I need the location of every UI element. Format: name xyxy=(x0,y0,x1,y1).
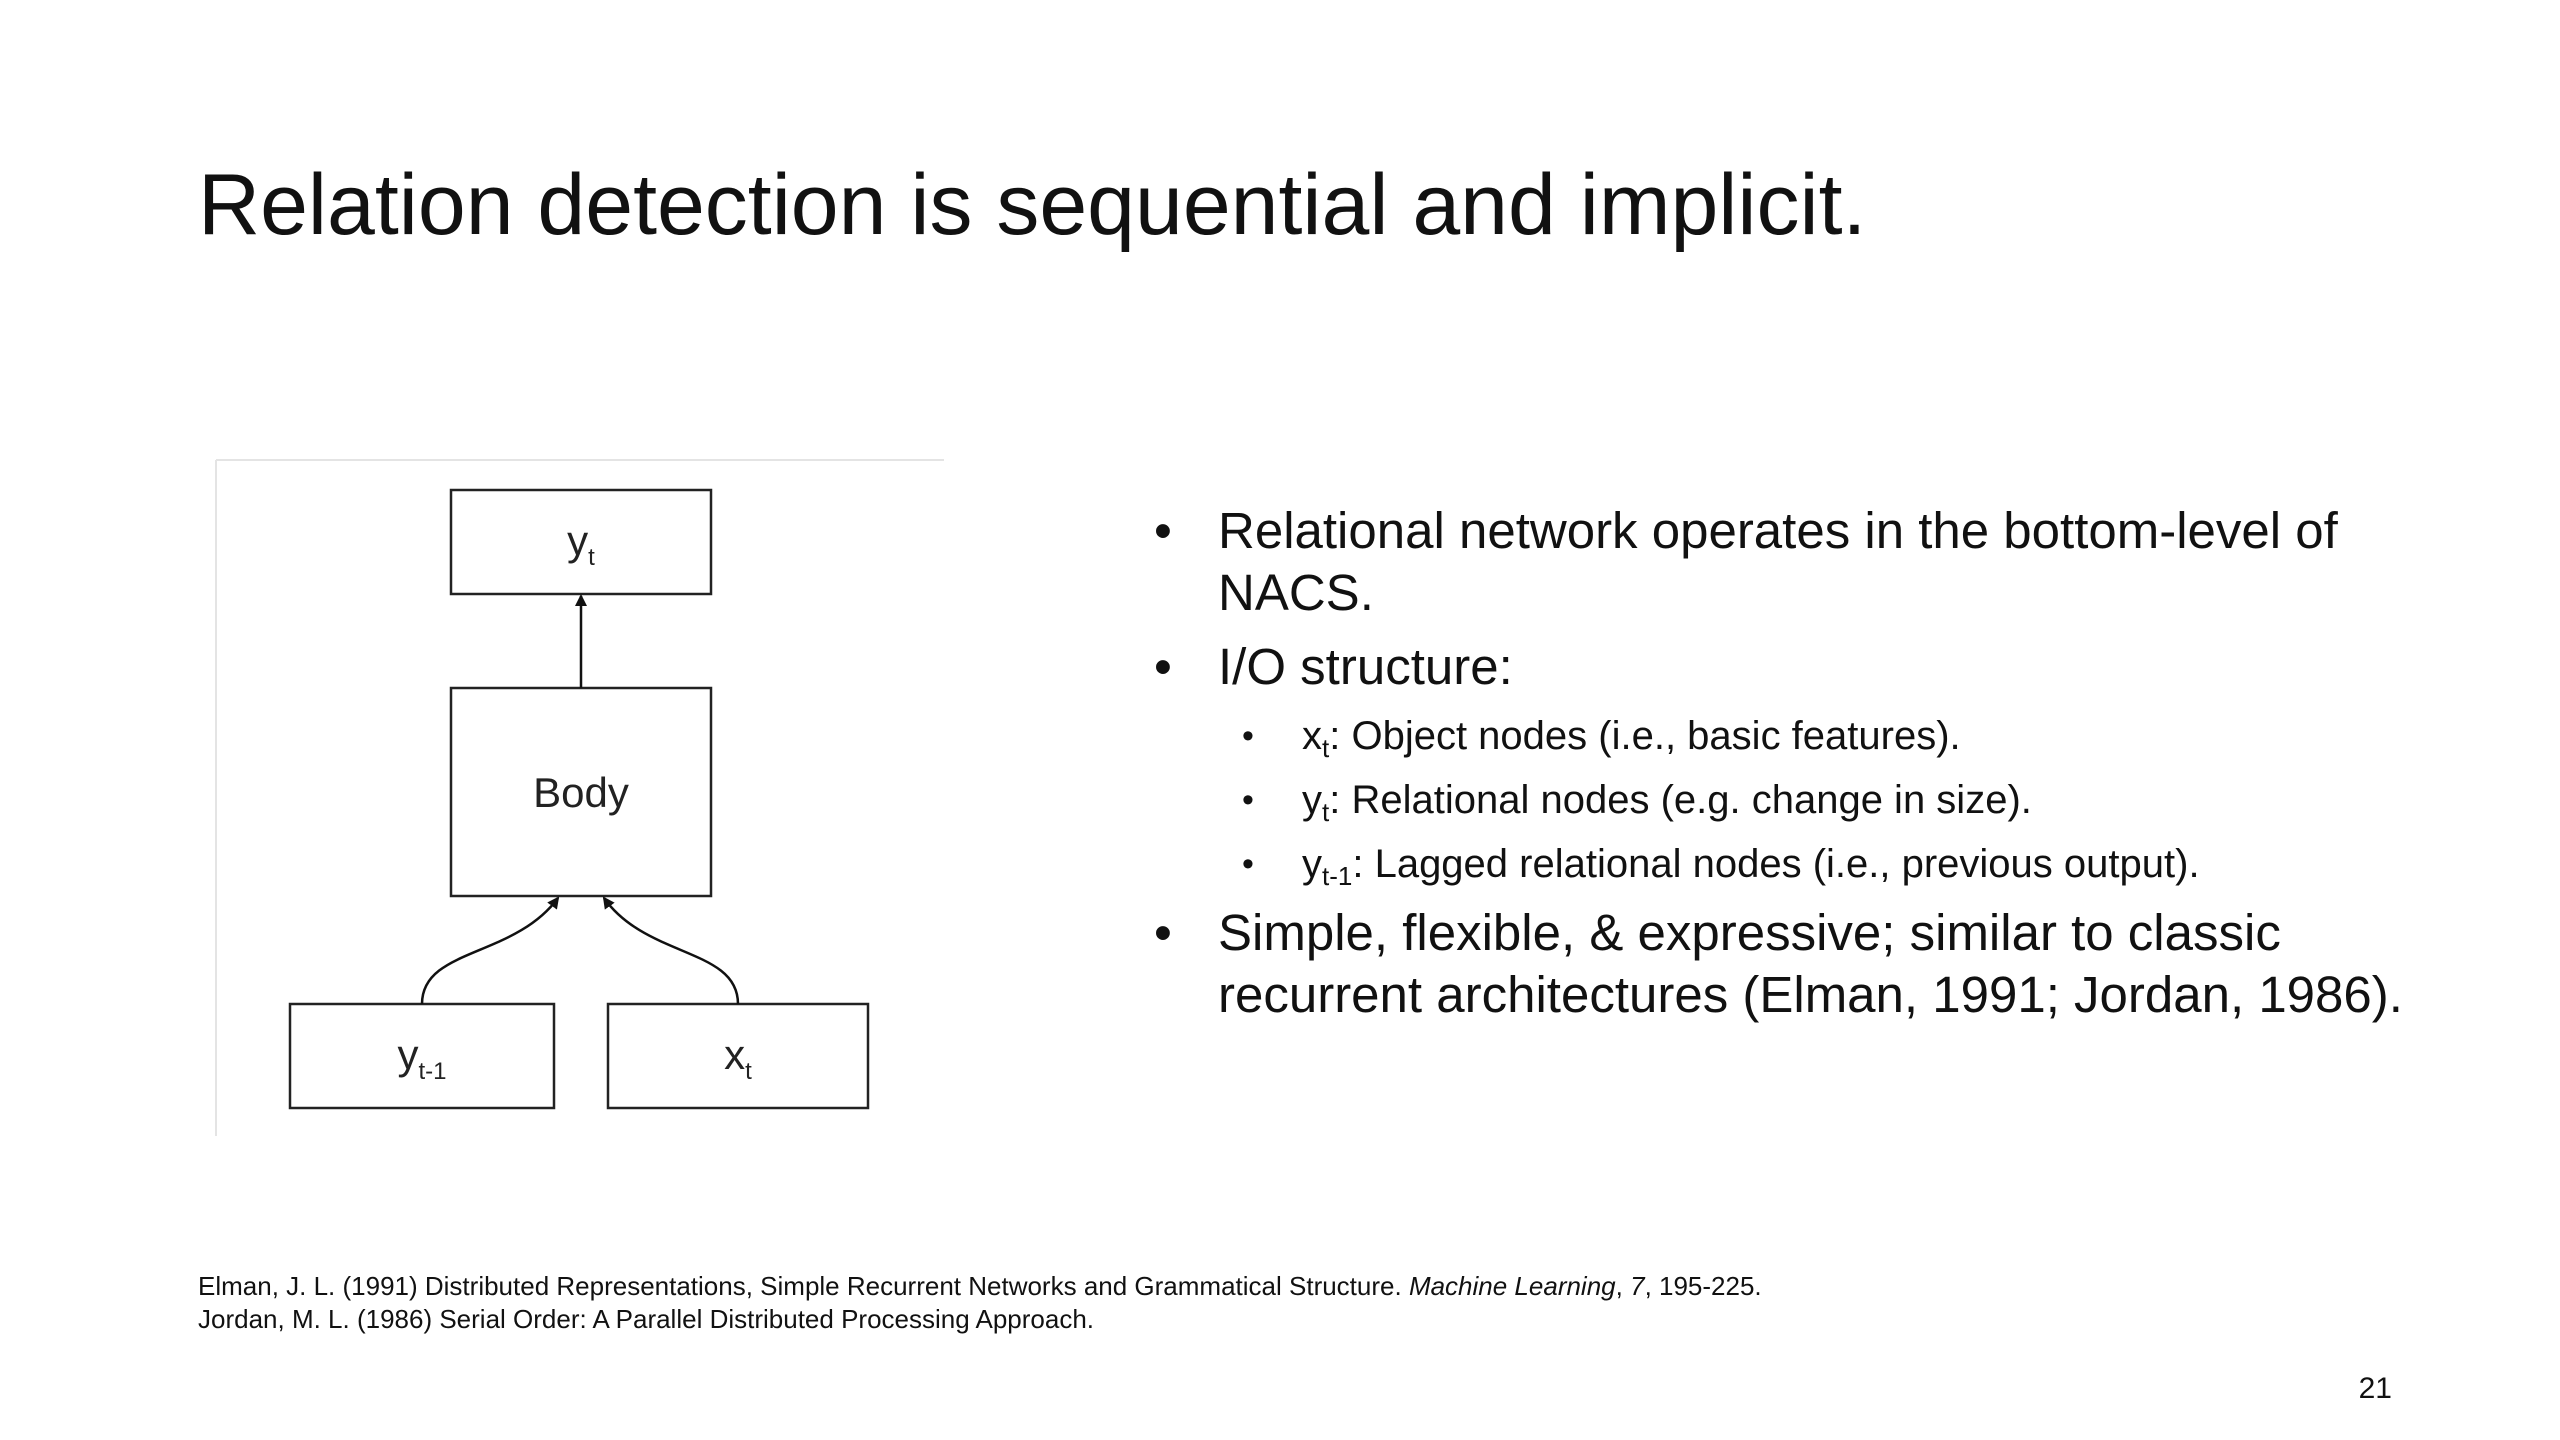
node-label-xt: xt xyxy=(724,1031,752,1085)
arrow-yt-minus-1-to-body xyxy=(420,896,560,1005)
node-label-yt-minus-1: yt-1 xyxy=(397,1031,447,1085)
sub-bullet-xt: xt: Object nodes (i.e., basic features). xyxy=(1150,710,2410,762)
bullet-list: Relational network operates in the botto… xyxy=(1150,500,2410,1038)
node-box-yt xyxy=(449,488,713,596)
network-diagram: yt Body yt-1 xt xyxy=(214,458,944,1138)
arrow-xt-to-body xyxy=(602,896,740,1005)
slide-title: Relation detection is sequential and imp… xyxy=(198,157,1867,253)
page-number: 21 xyxy=(2358,1372,2392,1405)
bullet-relational-network: Relational network operates in the botto… xyxy=(1150,500,2410,624)
node-box-yt-minus-1 xyxy=(288,1002,556,1110)
bullet-simple-flexible: Simple, flexible, & expressive; similar … xyxy=(1150,902,2410,1026)
node-label-yt: yt xyxy=(567,517,595,571)
node-box-xt xyxy=(606,1002,870,1110)
sub-bullet-yt: yt: Relational nodes (e.g. change in siz… xyxy=(1150,774,2410,826)
references: Elman, J. L. (1991) Distributed Represen… xyxy=(198,1270,1762,1336)
reference-jordan: Jordan, M. L. (1986) Serial Order: A Par… xyxy=(198,1304,1094,1334)
reference-elman: Elman, J. L. (1991) Distributed Represen… xyxy=(198,1271,1762,1301)
bullet-io-structure: I/O structure: xyxy=(1150,636,2410,698)
sub-bullet-yt-minus-1: yt-1: Lagged relational nodes (i.e., pre… xyxy=(1150,838,2410,890)
diagram-canvas xyxy=(215,459,944,1136)
node-label-body: Body xyxy=(533,769,629,816)
